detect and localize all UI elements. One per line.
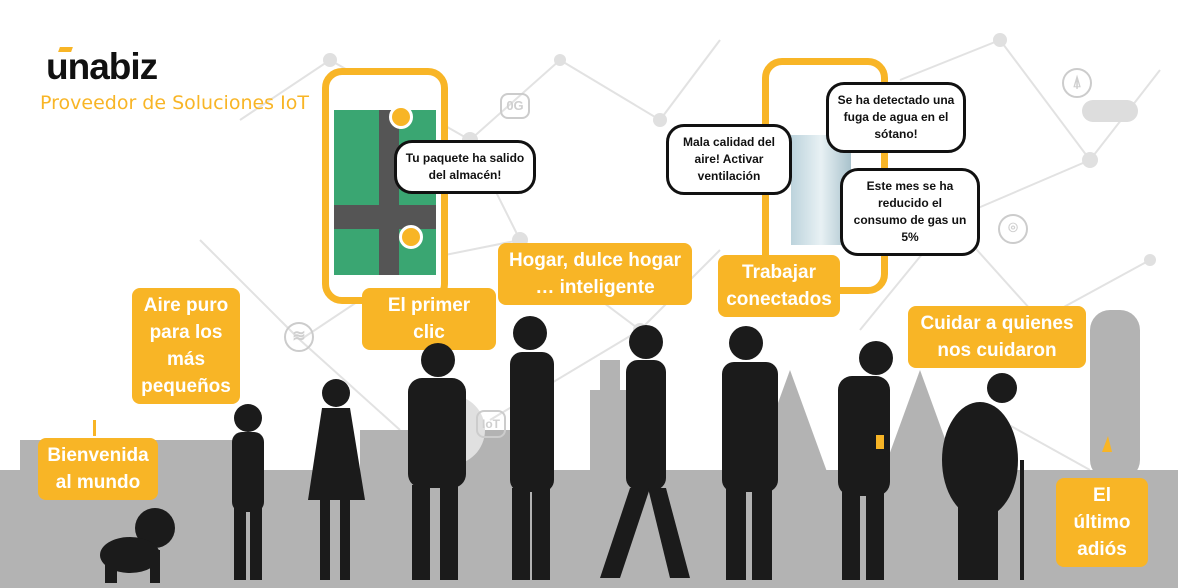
map-pin-icon <box>399 225 423 249</box>
elderly-man-silhouette <box>838 341 893 580</box>
cloud-icon <box>1082 100 1138 122</box>
stage-label-work: Trabajar conectados <box>718 255 840 317</box>
brand-logo: unabiz <box>46 46 158 87</box>
man-silhouette <box>510 316 554 580</box>
stage-label-birth: Bienvenida al mundo <box>38 438 158 500</box>
zero-g-icon: 0G <box>500 93 530 119</box>
worker-silhouette <box>722 326 778 580</box>
bubble-gas: Este mes se ha reducido el consumo de ga… <box>840 168 980 256</box>
child-silhouette <box>232 404 264 580</box>
brand-tagline: Proveedor de Soluciones IoT <box>40 92 309 114</box>
sprout-icon <box>93 420 96 436</box>
stage-label-elder-care: Cuidar a quienes nos cuidaron <box>908 306 1086 368</box>
bubble-delivery: Tu paquete ha salido del almacén! <box>394 140 536 194</box>
stage-label-childhood: Aire puro para los más pequeños <box>132 288 240 404</box>
antenna-icon: ⍋ <box>1062 68 1092 98</box>
teen-silhouette <box>408 343 466 580</box>
elderly-woman-silhouette <box>942 373 1024 580</box>
baby-silhouette <box>100 508 175 583</box>
candle-icon <box>1102 436 1112 452</box>
stage-label-farewell: El último adiós <box>1056 478 1148 567</box>
wifi-icon: ≋ <box>284 322 314 352</box>
tracker-device-icon <box>876 435 884 449</box>
map-pin-icon <box>389 105 413 129</box>
location-icon: ⌾ <box>998 214 1028 244</box>
iot-icon: IoT <box>476 410 506 438</box>
bubble-water: Se ha detectado una fuga de agua en el s… <box>826 82 966 153</box>
girl-silhouette <box>308 379 365 580</box>
stage-label-smart-home: Hogar, dulce hogar … inteligente <box>498 243 692 305</box>
bubble-air: Mala calidad del aire! Activar ventilaci… <box>666 124 792 195</box>
stage-label-first-click: El primer clic <box>362 288 496 350</box>
woman-silhouette <box>600 325 690 578</box>
